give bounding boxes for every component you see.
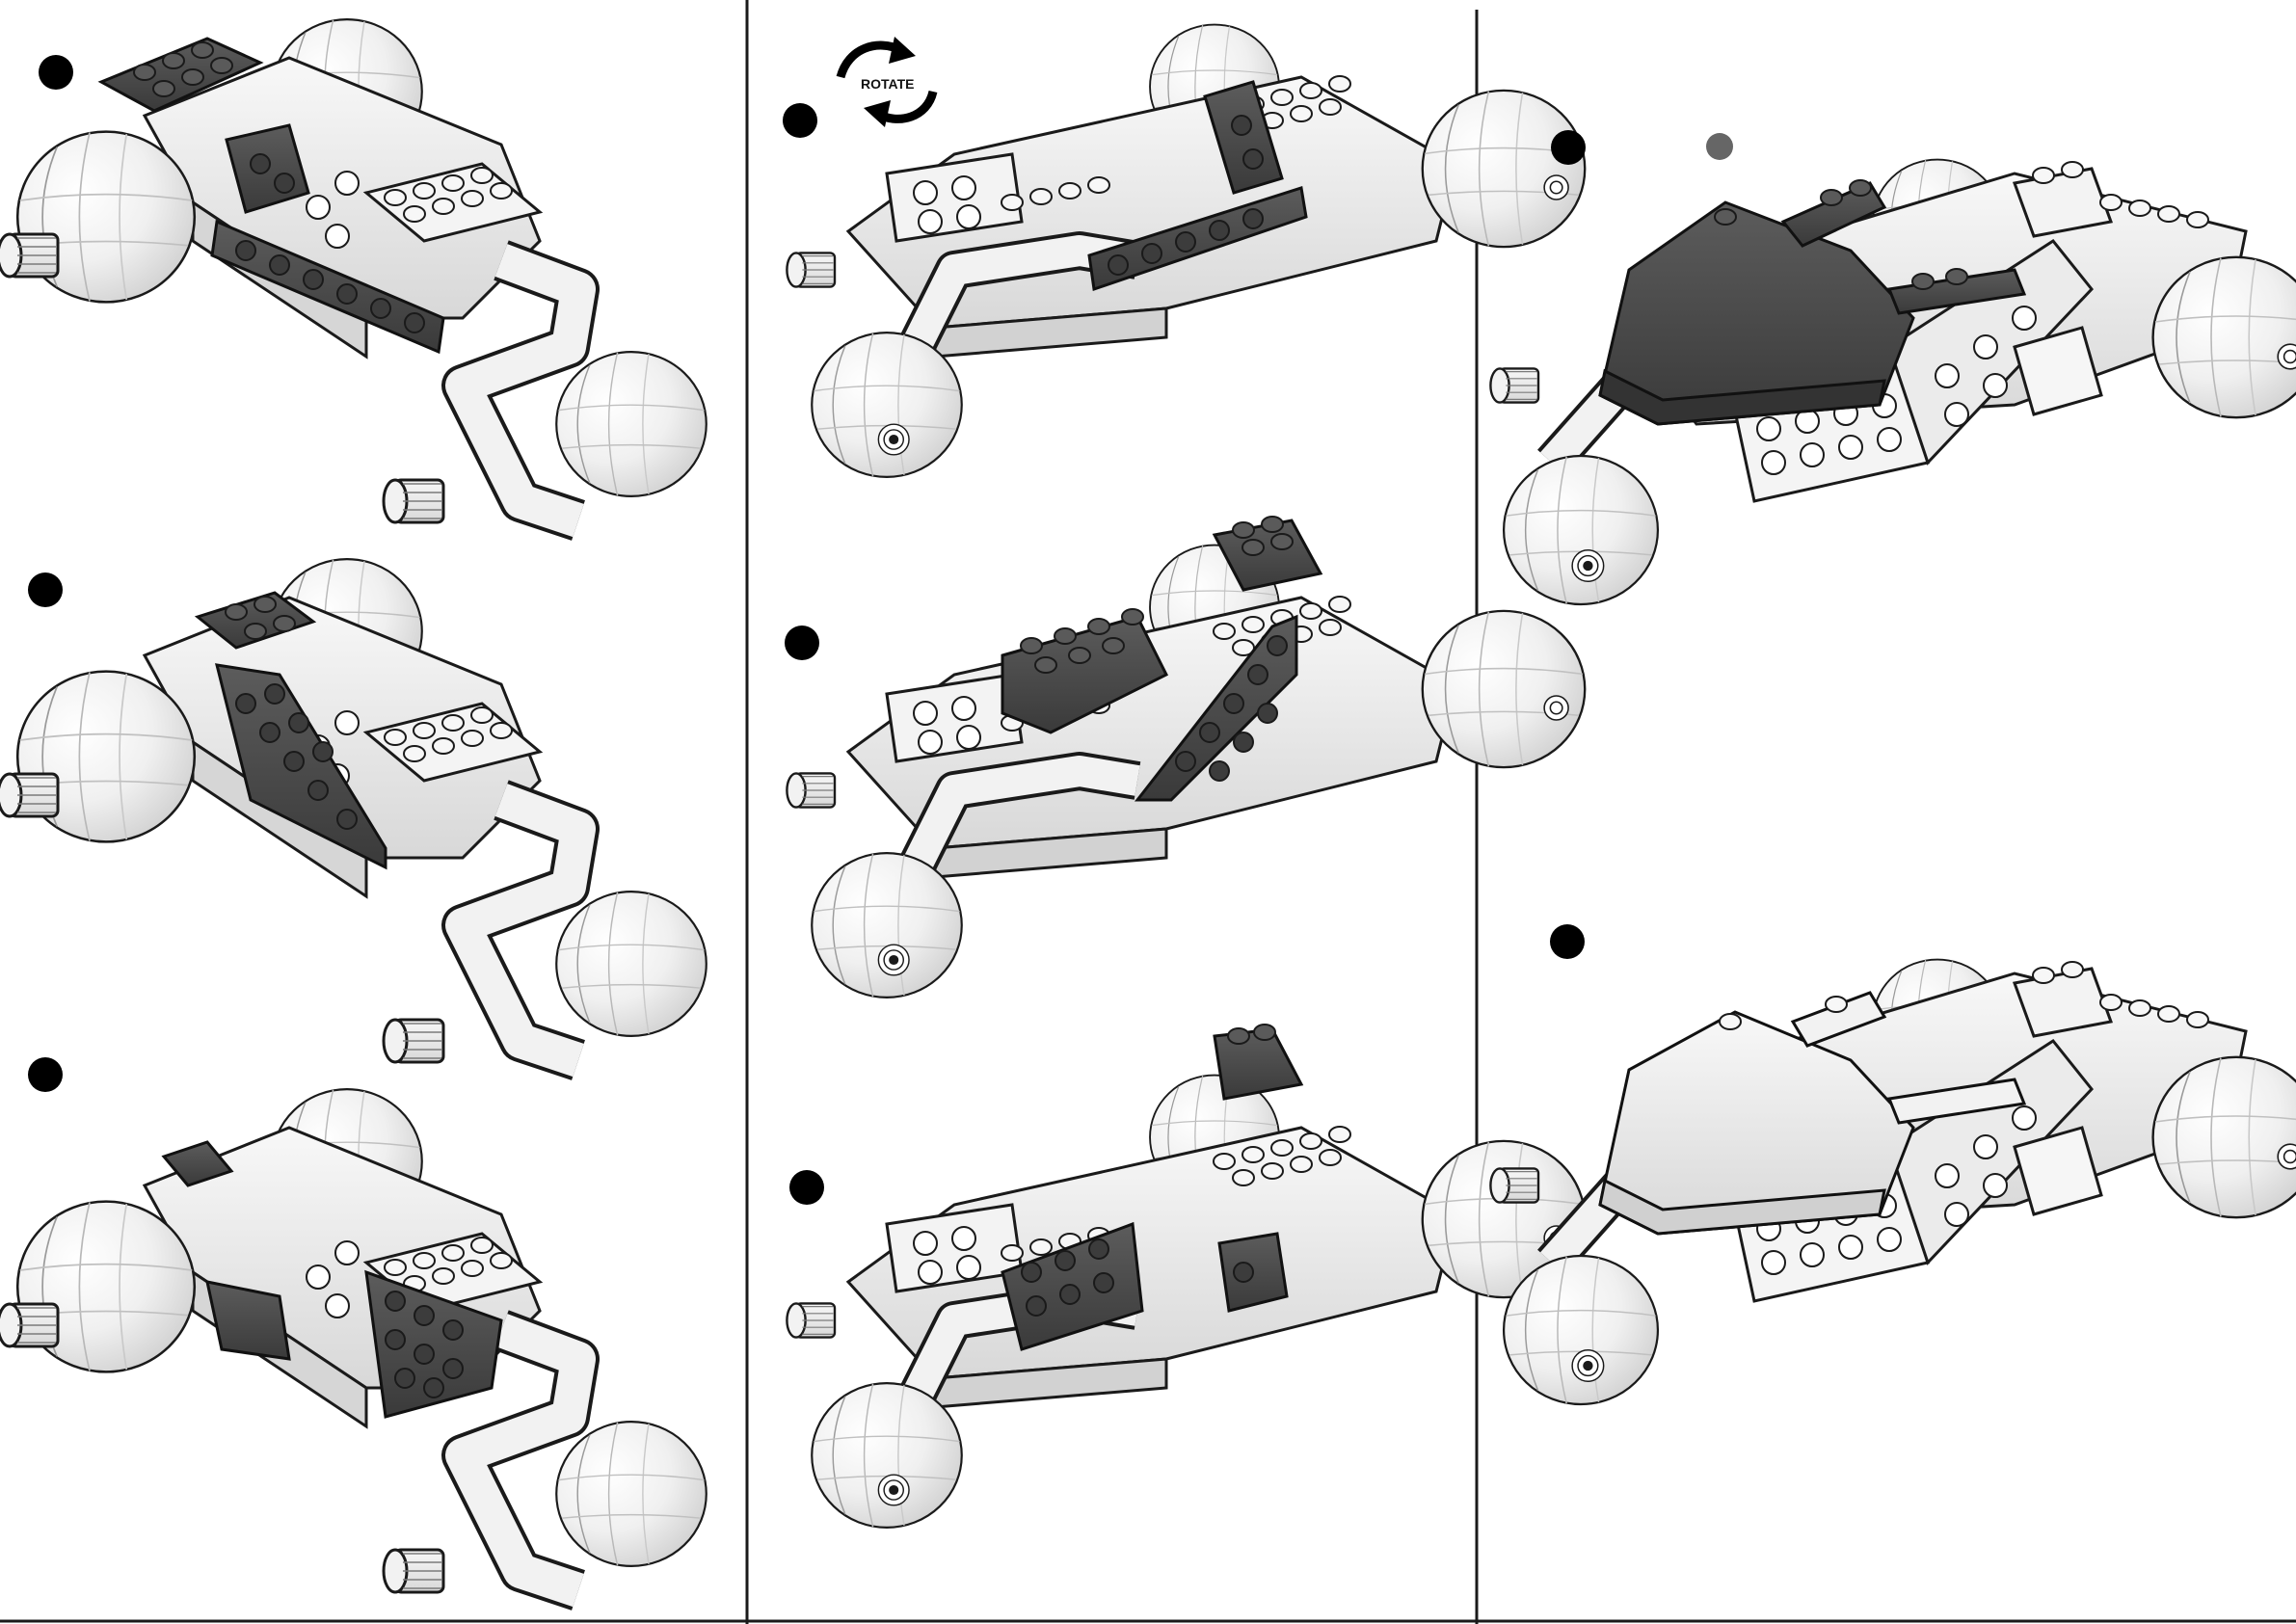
step-marker-8 — [1550, 924, 1585, 959]
step-marker-2 — [28, 572, 63, 607]
step-marker-5 — [785, 626, 819, 660]
step-marker-7 — [1551, 130, 1586, 165]
step-marker-1 — [39, 55, 73, 90]
step-marker-3 — [28, 1057, 63, 1092]
step-marker-4 — [783, 103, 817, 138]
step-1 — [0, 19, 707, 522]
dark-bracket — [1219, 1234, 1287, 1311]
rotate-label: ROTATE — [861, 76, 914, 92]
step-marker-6 — [789, 1170, 824, 1205]
step-3 — [0, 1057, 707, 1592]
step-2 — [0, 559, 707, 1062]
step-8 — [1490, 924, 2296, 1404]
dark-slope-2x2 — [1215, 1025, 1301, 1099]
step-5 — [785, 517, 1585, 998]
step-6 — [787, 1025, 1585, 1528]
step-7 — [1490, 130, 2296, 604]
rotate-arrows-icon: ROTATE — [841, 37, 933, 127]
grey-part-dot — [1706, 133, 1733, 160]
step-4: ROTATE — [783, 25, 1585, 477]
